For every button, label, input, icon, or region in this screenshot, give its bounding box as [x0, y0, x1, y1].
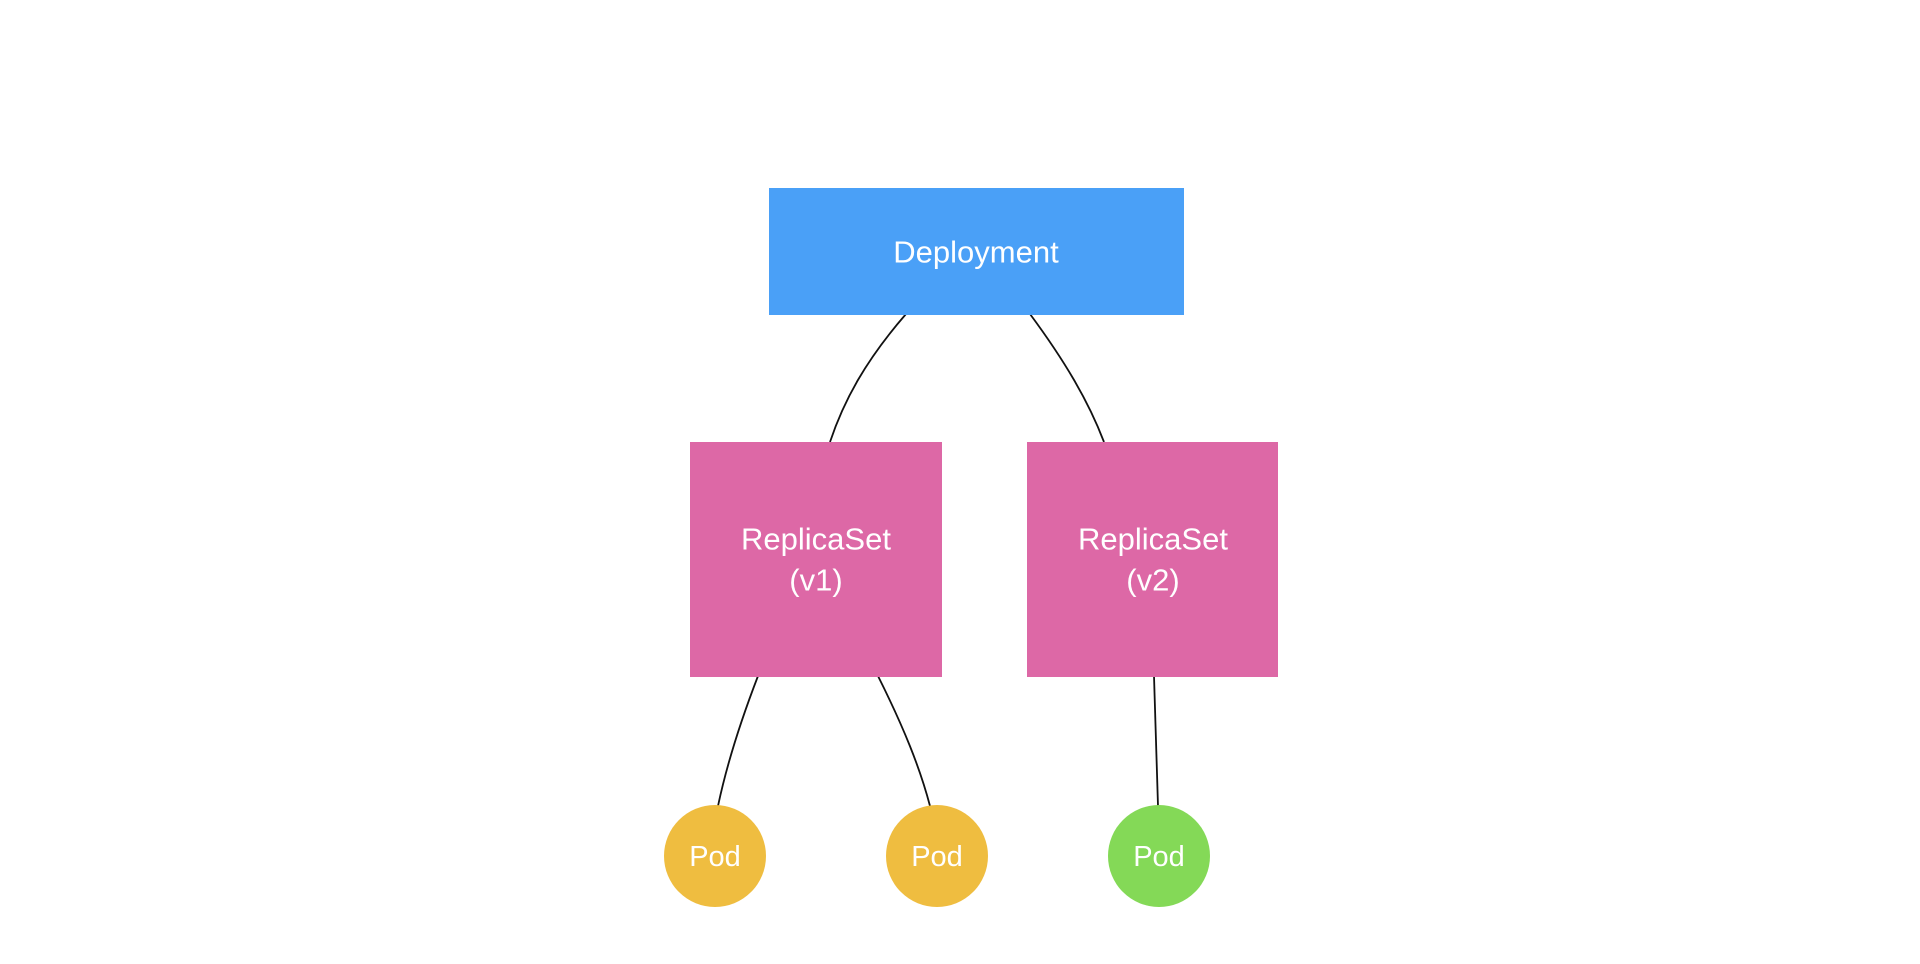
replicaset-v2-box [1027, 442, 1278, 677]
deployment-node: Deployment [769, 188, 1184, 315]
replicaset-v2-node: ReplicaSet (v2) [1027, 442, 1278, 677]
edge-deployment-replicaset-v2 [1029, 313, 1105, 443]
edges [717, 313, 1159, 807]
deployment-box [769, 188, 1184, 315]
pod-1-label: Pod [689, 841, 741, 873]
replicaset-v1-name: ReplicaSet [741, 522, 891, 557]
edge-deployment-replicaset-v1 [829, 313, 907, 443]
edge-replicaset-v2-pod-3 [1153, 675, 1159, 807]
pod-1-circle [664, 805, 766, 907]
pod-2-node: Pod [886, 805, 988, 907]
pod-1-node: Pod [664, 805, 766, 907]
pod-3-circle [1108, 805, 1210, 907]
deployment-label: Deployment [893, 235, 1059, 270]
pod-3-node: Pod [1108, 805, 1210, 907]
replicaset-v1-node: ReplicaSet (v1) [690, 442, 942, 677]
replicaset-v2-version: (v2) [1126, 563, 1179, 598]
pod-2-label: Pod [911, 841, 963, 873]
pod-3-label: Pod [1133, 841, 1185, 873]
edge-replicaset-v1-pod-1 [717, 675, 759, 807]
replicaset-v1-box [690, 442, 942, 677]
replicaset-v2-name: ReplicaSet [1078, 522, 1228, 557]
replicaset-v1-version: (v1) [789, 563, 842, 598]
edge-replicaset-v1-pod-2 [877, 675, 931, 807]
pod-2-circle [886, 805, 988, 907]
